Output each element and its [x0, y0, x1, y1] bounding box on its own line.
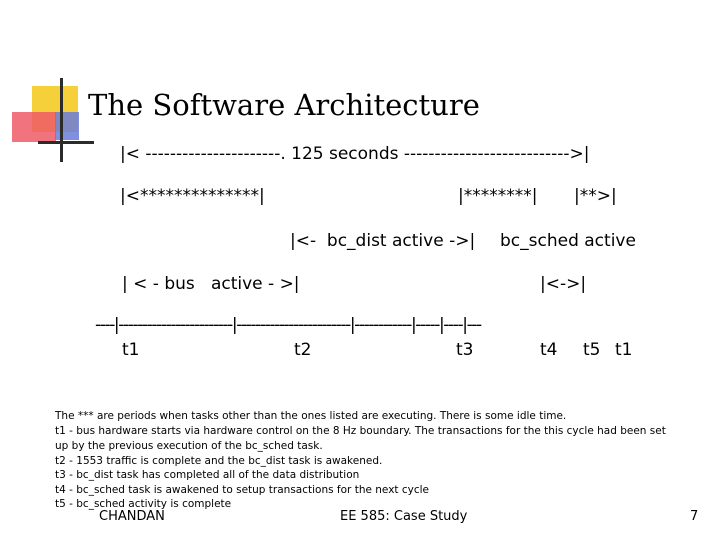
small-span: |<->| [540, 274, 586, 294]
decor-vertical-rule [60, 78, 63, 162]
decor-horizontal-rule [38, 141, 94, 144]
footer-author: CHANDAN [99, 509, 165, 524]
note-line: t1 - bus hardware starts via hardware co… [55, 425, 666, 437]
note-line: up by the previous execution of the bc_s… [55, 440, 323, 452]
note-line: t2 - 1553 traffic is complete and the bc… [55, 455, 382, 467]
label-t1-start: t1 [122, 340, 139, 360]
label-t3: t3 [456, 340, 473, 360]
label-t4: t4 [540, 340, 557, 360]
decor-blue-square [55, 112, 79, 140]
active-right: |**>| [574, 186, 617, 206]
label-t5: t5 [583, 340, 600, 360]
note-line: t4 - bc_sched task is awakened to setup … [55, 484, 429, 496]
bus-active: | < - bus active - >| [122, 274, 300, 294]
note-line: The *** are periods when tasks other tha… [55, 410, 566, 422]
timeline: ----|------------------------|----------… [95, 315, 481, 335]
active-mid: |********| [458, 186, 537, 206]
bc-sched-active: bc_sched active [500, 231, 636, 251]
bc-dist-active: |<- bc_dist active ->| [290, 231, 475, 251]
page-number: 7 [690, 509, 698, 524]
slide-title: The Software Architecture [88, 88, 480, 122]
label-t1-end: t1 [615, 340, 632, 360]
active-left: |<**************| [120, 186, 265, 206]
footer-course: EE 585: Case Study [340, 509, 467, 524]
note-line: t3 - bc_dist task has completed all of t… [55, 469, 359, 481]
decor-red-square [12, 112, 56, 142]
timing-span: |< ----------------------. 125 seconds -… [120, 144, 589, 164]
label-t2: t2 [294, 340, 311, 360]
